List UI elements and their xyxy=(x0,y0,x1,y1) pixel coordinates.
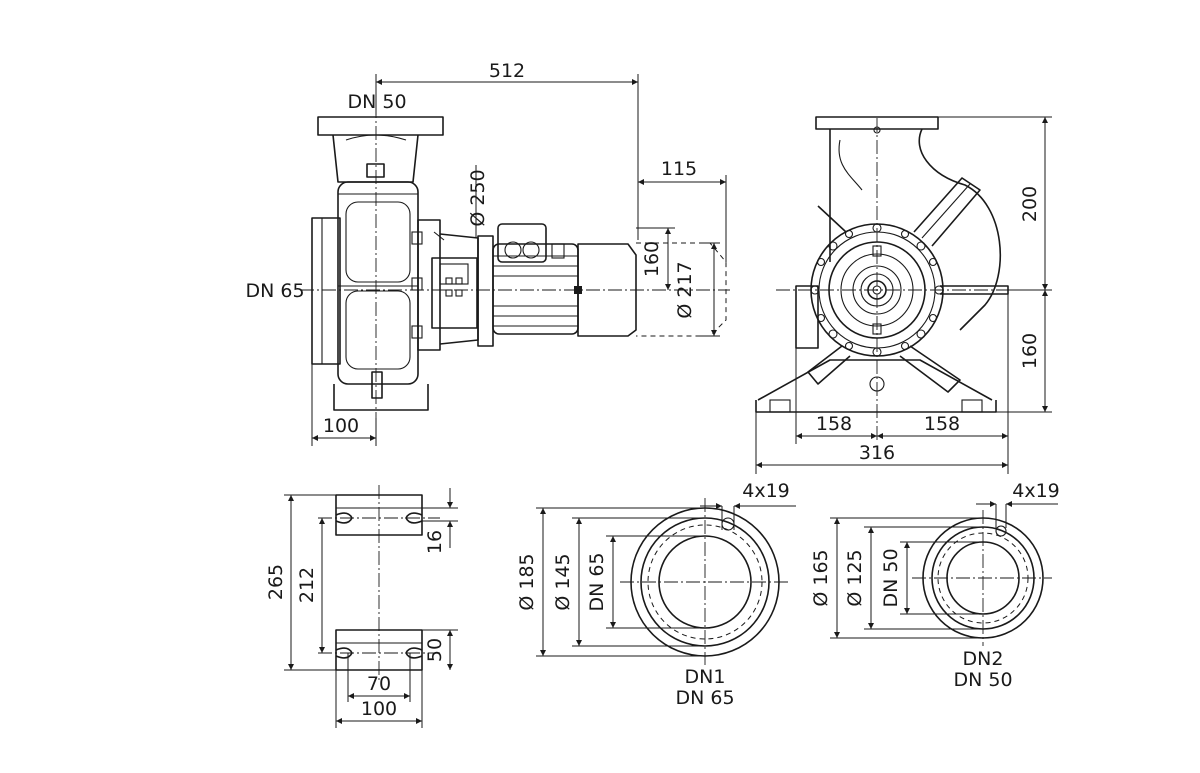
dimension-labels: 512 115 Ø 250 160 Ø 217 100 200 160 158 … xyxy=(265,60,1060,720)
dim-16: 16 xyxy=(424,530,446,554)
side-view xyxy=(300,82,730,418)
foot-detail xyxy=(318,485,440,680)
label-dn1-size: DN 65 xyxy=(675,687,734,709)
label-inlet-dn65: DN 65 xyxy=(245,280,304,302)
dim-70: 70 xyxy=(367,673,391,695)
label-dn2: DN2 xyxy=(963,648,1004,670)
flange-dn2-view xyxy=(912,510,1052,646)
dim-4x19-dn1: 4x19 xyxy=(742,480,790,502)
dim-dn65-bore: DN 65 xyxy=(586,552,608,611)
dim-158-right: 158 xyxy=(924,413,960,435)
dim-d217: Ø 217 xyxy=(674,261,696,318)
label-dn1: DN1 xyxy=(685,666,726,688)
dim-512: 512 xyxy=(489,60,525,82)
dim-316: 316 xyxy=(859,442,895,464)
flange-labels: DN 50 DN 65 DN1 DN 65 DN2 DN 50 xyxy=(245,91,1012,709)
label-dn2-size: DN 50 xyxy=(953,669,1012,691)
dimension-lines xyxy=(284,74,1058,728)
front-view xyxy=(755,116,1050,440)
flange-dn1-view xyxy=(620,498,790,665)
dim-dn50-bore: DN 50 xyxy=(880,548,902,607)
dim-200: 200 xyxy=(1019,186,1041,222)
dim-d165: Ø 165 xyxy=(810,549,832,606)
dim-4x19-dn2: 4x19 xyxy=(1012,480,1060,502)
dim-160-motor: 160 xyxy=(641,241,663,277)
label-outlet-dn50: DN 50 xyxy=(347,91,406,113)
dim-100-foot: 100 xyxy=(361,698,397,720)
dim-212: 212 xyxy=(296,567,318,603)
dim-158-left: 158 xyxy=(816,413,852,435)
dim-100-side: 100 xyxy=(323,415,359,437)
dim-160-front: 160 xyxy=(1019,333,1041,369)
dim-265: 265 xyxy=(265,564,287,600)
dim-115: 115 xyxy=(661,158,697,180)
dim-50-foot: 50 xyxy=(424,638,446,662)
dim-d185: Ø 185 xyxy=(516,553,538,610)
dim-d145: Ø 145 xyxy=(552,553,574,610)
dim-d250: Ø 250 xyxy=(467,169,489,226)
dim-d125: Ø 125 xyxy=(844,549,866,606)
